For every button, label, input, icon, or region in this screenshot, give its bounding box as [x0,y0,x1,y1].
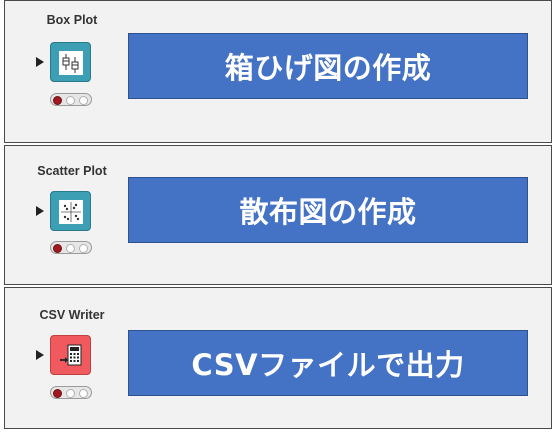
status-green-light [79,243,88,253]
scatter-plot-panel: Scatter Plot 散布図の作成 [4,145,552,285]
node-title-box-plot: Box Plot [46,13,98,27]
status-green-light [79,388,88,398]
node-description-box-plot: 箱ひげ図の作成 [128,33,528,99]
status-red-light [53,95,62,105]
input-port-arrow[interactable] [36,206,44,216]
node-status-indicator [50,386,92,399]
scatter-plot-icon [59,200,83,224]
node-status-indicator [50,241,92,254]
node-description-scatter-plot: 散布図の作成 [128,177,528,243]
node-description-csv-writer: CSVファイルで出力 [128,330,528,396]
input-port-arrow[interactable] [36,350,44,360]
status-red-light [53,388,62,398]
box-plot-panel: Box Plot 箱ひげ図の作成 [4,0,552,143]
status-red-light [53,243,62,253]
status-green-light [79,95,88,105]
box-plot-icon [59,51,83,75]
box-plot-node[interactable] [50,42,91,82]
status-yellow-light [66,243,75,253]
status-yellow-light [66,95,75,105]
scatter-plot-node[interactable] [50,191,91,231]
input-port-arrow[interactable] [36,57,44,67]
csv-writer-icon [60,344,82,366]
node-title-scatter-plot: Scatter Plot [37,164,107,178]
node-title-csv-writer: CSV Writer [39,308,105,322]
csv-writer-node[interactable] [50,335,91,375]
csv-writer-panel: CSV Writer CSVファイルで出力 [4,287,552,429]
status-yellow-light [66,388,75,398]
node-status-indicator [50,93,92,106]
